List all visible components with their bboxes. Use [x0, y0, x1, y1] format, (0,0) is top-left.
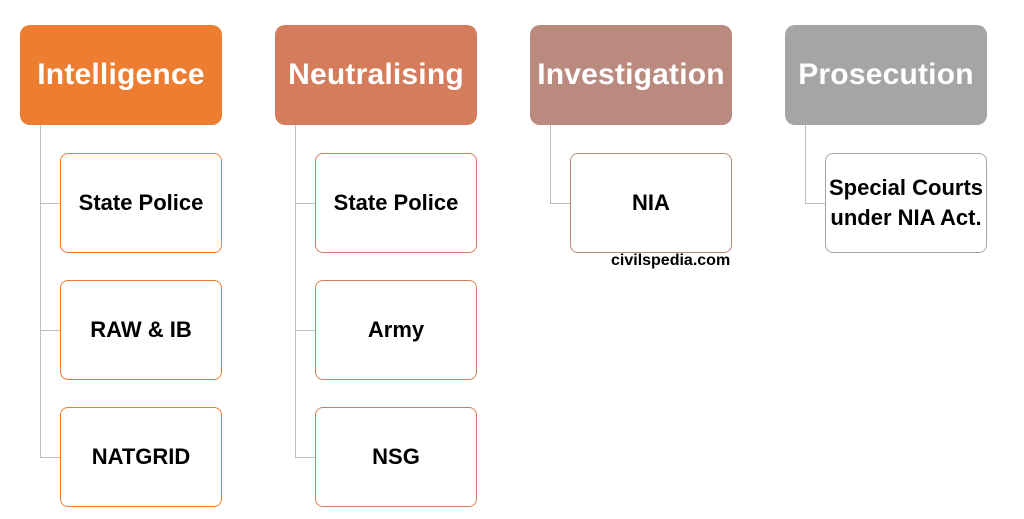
child-box: RAW & IB: [60, 280, 222, 380]
connector-horizontal: [40, 330, 60, 331]
child-box: State Police: [60, 153, 222, 253]
child-box: NIA: [570, 153, 732, 253]
child-box: State Police: [315, 153, 477, 253]
header-intelligence: Intelligence: [20, 25, 222, 125]
watermark: civilspedia.com: [611, 252, 731, 269]
header-neutralising: Neutralising: [275, 25, 477, 125]
connector-horizontal: [805, 203, 825, 204]
connector-horizontal: [550, 203, 570, 204]
header-prosecution: Prosecution: [785, 25, 987, 125]
child-box: NSG: [315, 407, 477, 507]
connector-vertical: [550, 125, 551, 203]
connector-horizontal: [40, 203, 60, 204]
connector-vertical: [295, 125, 296, 457]
child-box: Army: [315, 280, 477, 380]
connector-horizontal: [295, 457, 315, 458]
connector-horizontal: [295, 330, 315, 331]
connector-horizontal: [295, 203, 315, 204]
header-investigation: Investigation: [530, 25, 732, 125]
connector-vertical: [805, 125, 806, 203]
connector-horizontal: [40, 457, 60, 458]
connector-vertical: [40, 125, 41, 457]
child-box: NATGRID: [60, 407, 222, 507]
child-box: Special Courts under NIA Act.: [825, 153, 987, 253]
